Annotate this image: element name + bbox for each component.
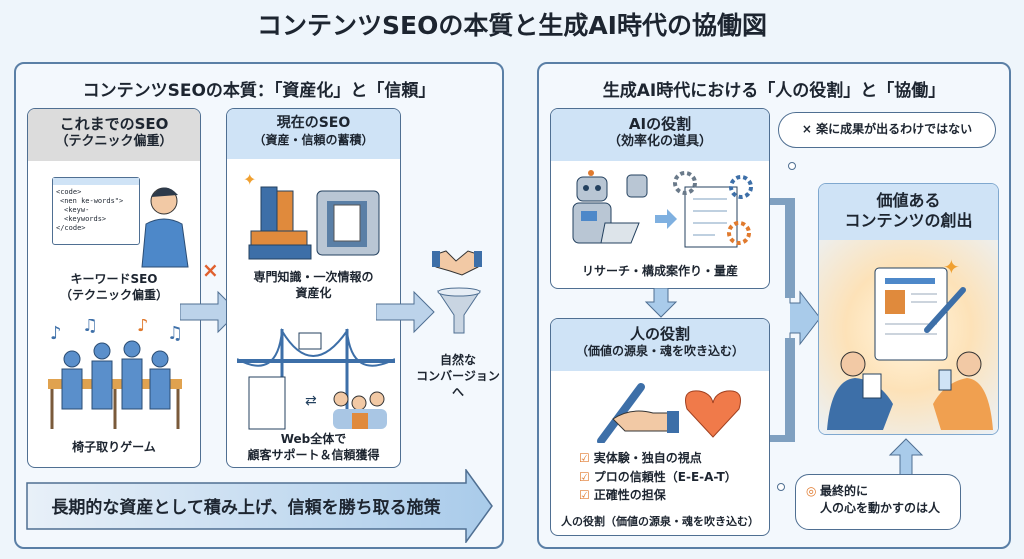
check-item: ☑実体験・独自の視点 (579, 451, 702, 465)
current-seo-header: 現在のSEO （資産・信頼の蓄積） (227, 109, 400, 159)
page-title: コンテンツSEOの本質と生成AI時代の協働図 (257, 11, 767, 40)
arrow-ai-to-human (644, 288, 678, 318)
svg-text:⇄: ⇄ (305, 393, 317, 409)
svg-text:♪: ♪ (50, 323, 62, 344)
musical-chairs-illustration: ♪ ♫ ♪ ♫ (48, 319, 183, 429)
checkbox-icon: ☑ (579, 451, 590, 465)
svg-text:♫: ♫ (167, 323, 183, 344)
thought-bubble: × 楽に成果が出るわけではない (778, 112, 996, 148)
musical-chairs-caption: 椅子取りゲーム (72, 440, 156, 454)
document-readers-illustration: ✦ (827, 255, 993, 430)
current-seo-box: 現在のSEO （資産・信頼の蓄積） ✦ 専門知識・一次情報の資産化 ⇄ Web全… (226, 108, 401, 468)
svg-text:✦: ✦ (243, 170, 256, 189)
right-panel-heading: 生成AI時代における「人の役割」と「協働」 (602, 81, 946, 101)
checkbox-icon: ☑ (579, 469, 590, 484)
bridge-customers-illustration: ⇄ (237, 327, 395, 430)
current-seo-title: 現在のSEO (276, 115, 351, 131)
hand-pen-heart-illustration (597, 383, 741, 443)
robot-workflow-illustration (572, 170, 753, 248)
human-role-header: 人の役割 （価値の源泉・魂を吹き込む） (551, 319, 769, 371)
arrow-roles-to-value (770, 198, 821, 442)
code-line: <keywords> (64, 215, 107, 223)
natural-conversion-label: 自然なコンバージョンへ (416, 353, 500, 400)
value-content-box: 価値ある コンテンツの創出 ✦ (818, 183, 999, 435)
final-message-bubble: ◎ 最終的に 人の心を動かすのは人 (795, 474, 961, 530)
code-line: <keyw- (64, 206, 90, 214)
human-role-footer: 人の役割（価値の源泉・魂を吹き込む） (561, 515, 759, 528)
ai-role-title: AIの役割 (628, 115, 692, 133)
knowledge-asset-caption: 専門知識・一次情報の資産化 (253, 270, 374, 301)
svg-text:♫: ♫ (82, 319, 98, 336)
handshake-icon (432, 250, 482, 276)
current-seo-subtitle: （資産・信頼の蓄積） (253, 132, 374, 147)
long-term-asset-label: 長期的な資産として積み上げ、信頼を勝ち取る施策 (51, 498, 441, 518)
old-seo-title: これまでのSEO (59, 115, 169, 133)
ai-role-caption: リサーチ・構成案作り・量産 (581, 264, 738, 278)
check-item: ☑正確性の担保 (579, 488, 666, 503)
books-and-safe-illustration: ✦ (243, 170, 380, 260)
old-seo-subtitle: （テクニック偏重） (55, 133, 173, 149)
check-item: ☑プロの信頼性（E-E-A-T） (579, 469, 737, 484)
code-window-illustration: <code> <nen ke-words"> <keyw- <keywords>… (52, 177, 140, 245)
code-line: <code> (56, 188, 82, 196)
keyword-seo-caption: キーワードSEO（テクニック偏重） (59, 272, 168, 303)
double-circle-icon: ◎ (806, 484, 817, 498)
cross-mark: × (202, 258, 219, 282)
ai-role-subtitle: （効率化の道具） (607, 133, 712, 149)
value-content-header: 価値ある コンテンツの創出 (819, 184, 998, 240)
checkbox-icon: ☑ (579, 488, 590, 503)
human-role-box: 人の役割 （価値の源泉・魂を吹き込む） ☑実体験・独自の視点 ☑プロの信頼性（E… (550, 318, 770, 536)
svg-text:♪: ♪ (137, 319, 149, 336)
value-title-line: コンテンツの創出 (844, 211, 973, 230)
code-line: <nen ke-words"> (60, 197, 124, 205)
code-line: </code> (56, 224, 86, 232)
thought-bubble-dot (788, 162, 796, 170)
left-panel-heading: コンテンツSEOの本質：「資産化」と「信頼」 (82, 81, 436, 101)
human-role-subtitle: （価値の源泉・魂を吹き込む） (575, 343, 744, 358)
final-bubble-dot (777, 483, 785, 491)
ai-role-header: AIの役割 （効率化の道具） (551, 109, 769, 161)
funnel-icon (437, 287, 481, 334)
stressed-person-icon (141, 187, 189, 268)
human-role-title: 人の役割 (629, 325, 690, 343)
final-message-line: 人の心を動かすのは人 (820, 501, 941, 516)
web-support-caption: Web全体で顧客サポート＆信頼獲得 (247, 432, 380, 463)
arrow-up-to-value (888, 438, 924, 477)
human-role-checklist: ☑実体験・独自の視点 ☑プロの信頼性（E-E-A-T） ☑正確性の担保 (579, 449, 737, 505)
final-message-line: 最終的に (820, 484, 869, 498)
old-seo-box: これまでのSEO （テクニック偏重） <code> <nen ke-words"… (27, 108, 201, 468)
old-seo-header: これまでのSEO （テクニック偏重） (28, 109, 200, 161)
ai-role-box: AIの役割 （効率化の道具） リサーチ・構成案作り・量産 (550, 108, 770, 289)
value-title-line: 価値ある (876, 191, 941, 210)
arrow-current-to-conversion (376, 290, 435, 334)
long-term-asset-arrow (26, 469, 493, 543)
